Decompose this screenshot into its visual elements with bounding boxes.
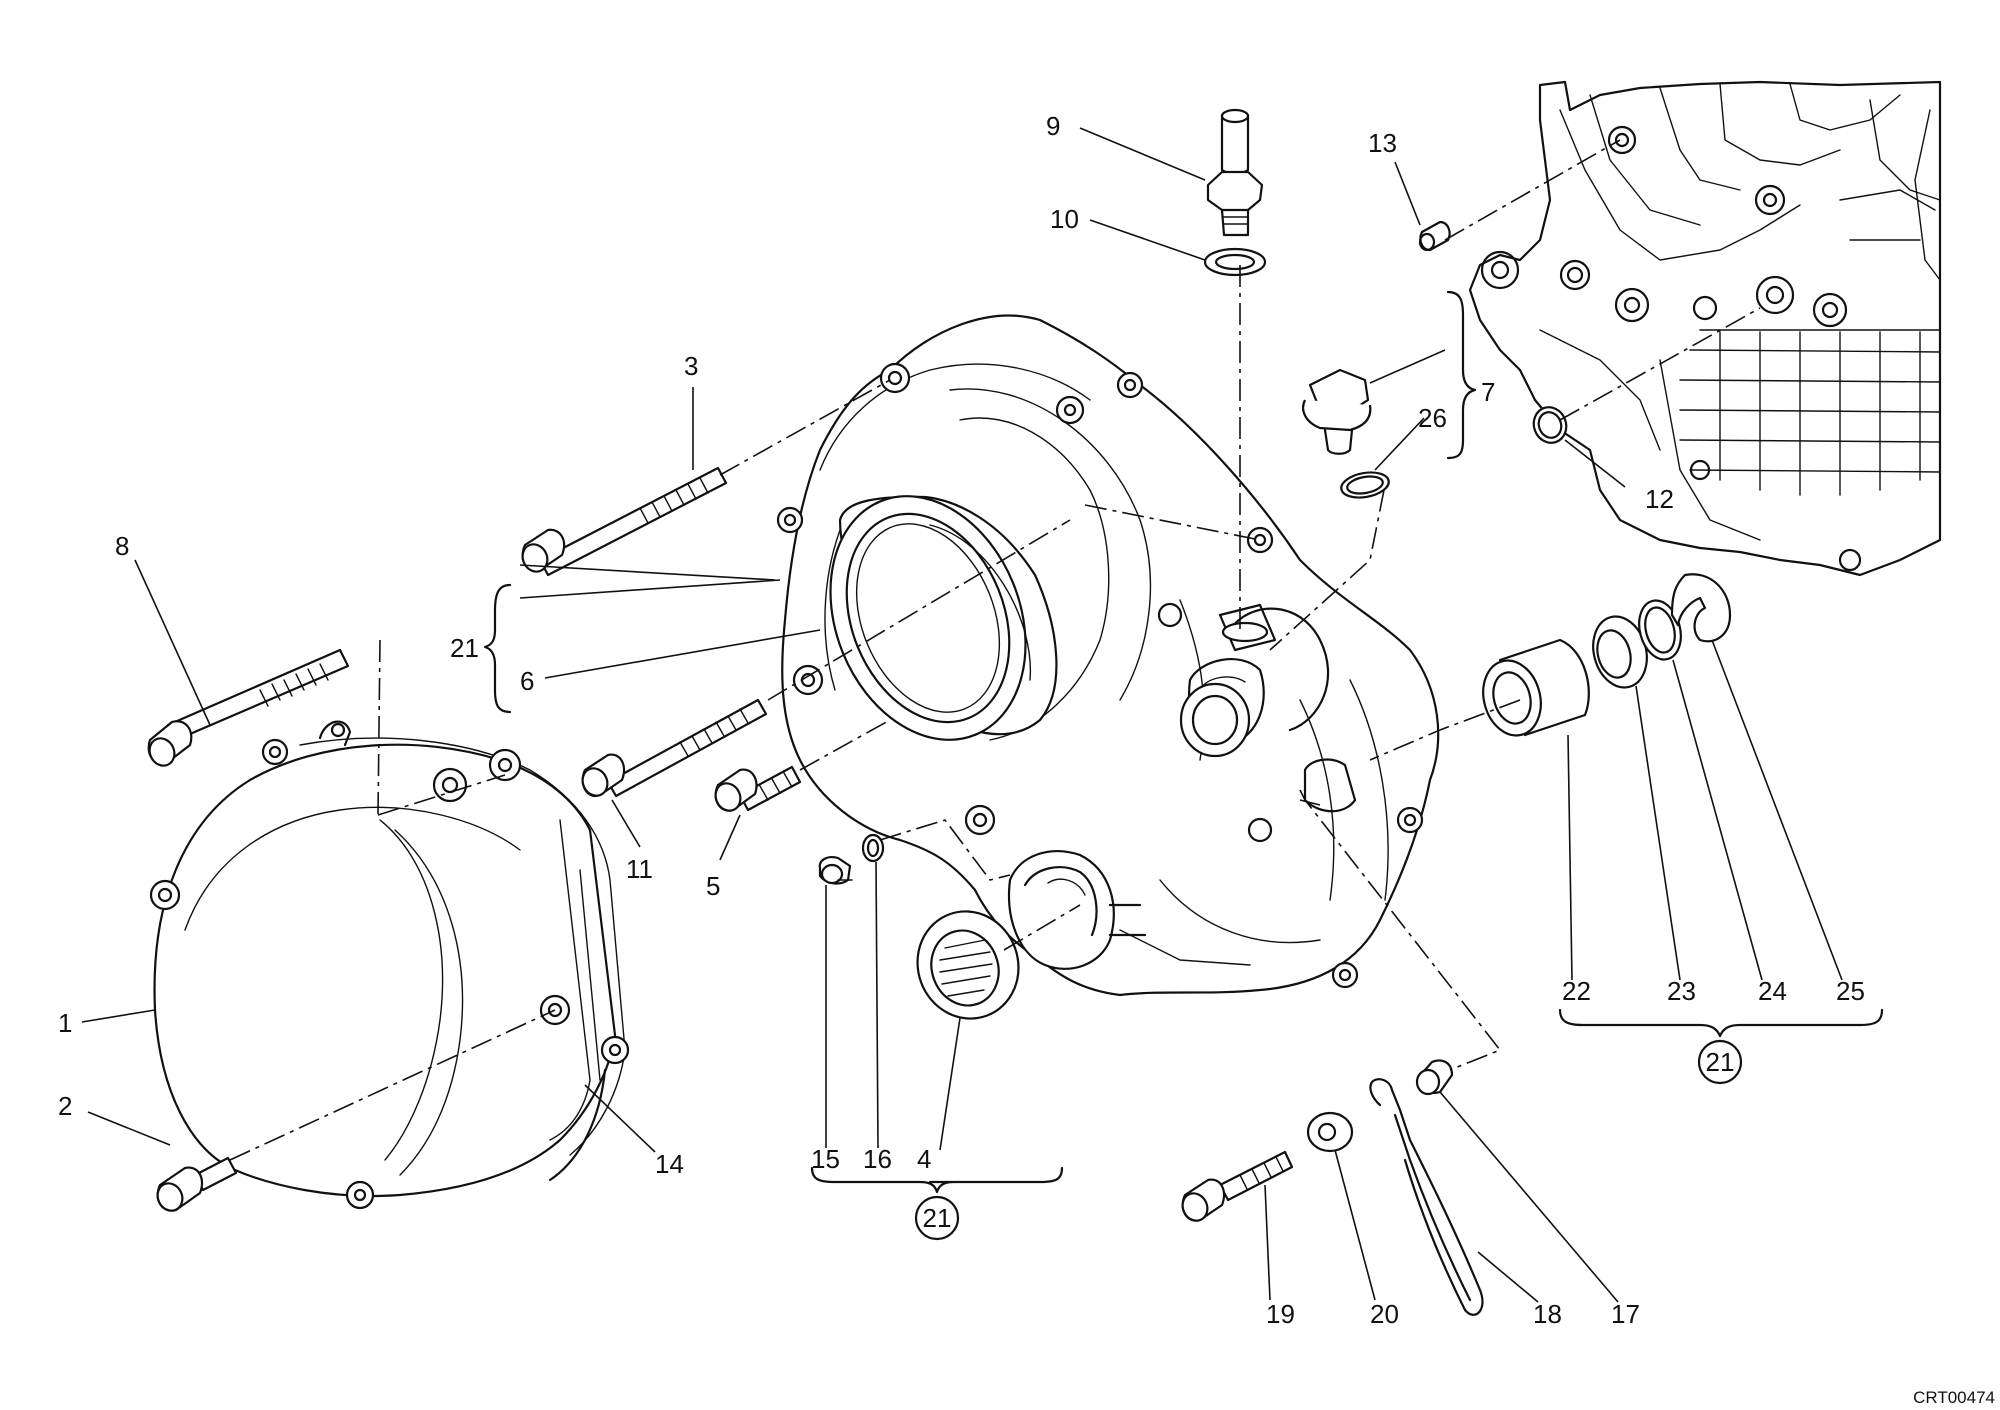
callout-10: 10 [1050, 204, 1079, 234]
callout-24: 24 [1758, 976, 1787, 1006]
callout-15: 15 [811, 1144, 840, 1174]
seal-ring-6-drawing [829, 495, 1058, 741]
callout-13: 13 [1368, 128, 1397, 158]
sensor-drawing [1203, 108, 1267, 277]
group-label-right: 21 [1706, 1047, 1735, 1077]
small-parts-left-drawing [818, 833, 1020, 1020]
alignment-lines [229, 139, 1761, 1161]
leader-lines [81, 127, 1843, 1303]
callout-8: 8 [115, 531, 129, 561]
bolts-drawing [147, 466, 1294, 1222]
callout-19: 19 [1266, 1299, 1295, 1329]
callout-21: 21 [450, 633, 479, 663]
crankcase-cover-drawing [776, 314, 1440, 997]
sleeve-parts-drawing [1482, 573, 1732, 737]
dowel-drawing [1418, 220, 1568, 444]
callout-25: 25 [1836, 976, 1865, 1006]
callout-11: 11 [626, 854, 653, 884]
small-parts-right-drawing [1306, 1059, 1484, 1316]
engine-crankcase-drawing [1468, 80, 1942, 577]
callout-14: 14 [655, 1149, 684, 1179]
callout-labels: 1 2 3 4 5 6 7 8 9 10 11 12 13 14 15 16 1… [58, 111, 1865, 1329]
group-circle-right [1697, 1039, 1743, 1085]
callout-26: 26 [1418, 403, 1447, 433]
callout-22: 22 [1562, 976, 1591, 1006]
callout-1: 1 [58, 1008, 72, 1038]
callout-6: 6 [520, 666, 534, 696]
group-label-left: 21 [923, 1203, 952, 1233]
group-circle-left [914, 1195, 960, 1241]
callout-3: 3 [684, 351, 698, 381]
callout-17: 17 [1611, 1299, 1640, 1329]
callout-18: 18 [1533, 1299, 1562, 1329]
callout-2: 2 [58, 1091, 72, 1121]
callout-12: 12 [1645, 484, 1674, 514]
callout-4: 4 [917, 1144, 931, 1174]
callout-16: 16 [863, 1144, 892, 1174]
callout-9: 9 [1046, 111, 1060, 141]
clutch-cover-drawing [149, 720, 630, 1210]
group-braces [483, 290, 1884, 1194]
callout-23: 23 [1667, 976, 1696, 1006]
drawing-code: CRT00474 [1913, 1388, 1995, 1407]
callout-7: 7 [1481, 377, 1495, 407]
callout-5: 5 [706, 871, 720, 901]
callout-20: 20 [1370, 1299, 1399, 1329]
oil-filler-cap-drawing [1302, 368, 1390, 499]
